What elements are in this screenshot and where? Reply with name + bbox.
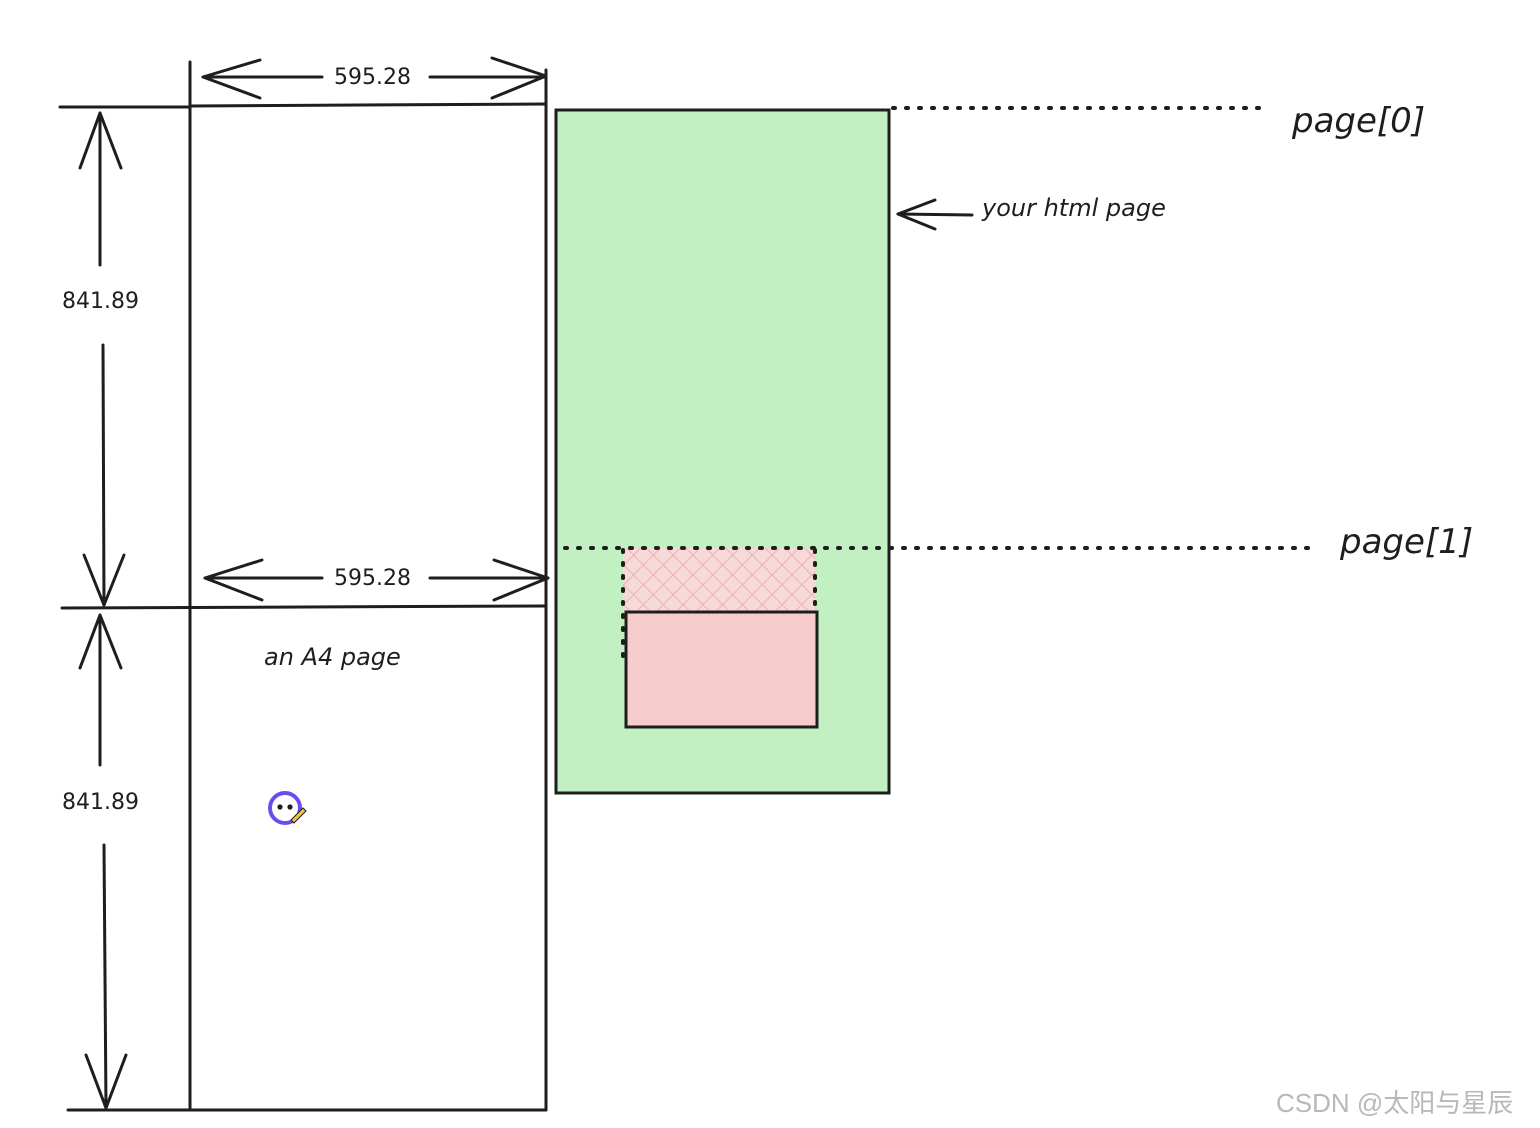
- lower-height-dimension: 841.89: [62, 613, 139, 1110]
- mid-width-dimension: 595.28: [203, 558, 550, 602]
- html-page-label: your html page: [981, 194, 1166, 222]
- page-element: [624, 610, 819, 729]
- element-cut-region: [623, 548, 815, 612]
- a4-page-upper: [58, 60, 548, 612]
- page1-label: page[1]: [1339, 522, 1473, 562]
- lower-height-label: 841.89: [62, 790, 139, 815]
- watermark: CSDN @太阳与星辰: [1276, 1088, 1513, 1118]
- a4-page-label: an A4 page: [264, 643, 401, 671]
- top-width-label: 595.28: [334, 65, 411, 90]
- upper-height-label: 841.89: [62, 289, 139, 314]
- upper-height-dimension: 841.89: [62, 111, 139, 607]
- mid-width-label: 595.28: [334, 566, 411, 591]
- top-width-dimension: 595.28: [201, 56, 548, 100]
- excalidraw-cursor-icon: [268, 791, 307, 825]
- a4-page-lower: [60, 604, 548, 1112]
- page0-label: page[0]: [1291, 101, 1425, 141]
- html-page-pointer: your html page: [896, 194, 1166, 231]
